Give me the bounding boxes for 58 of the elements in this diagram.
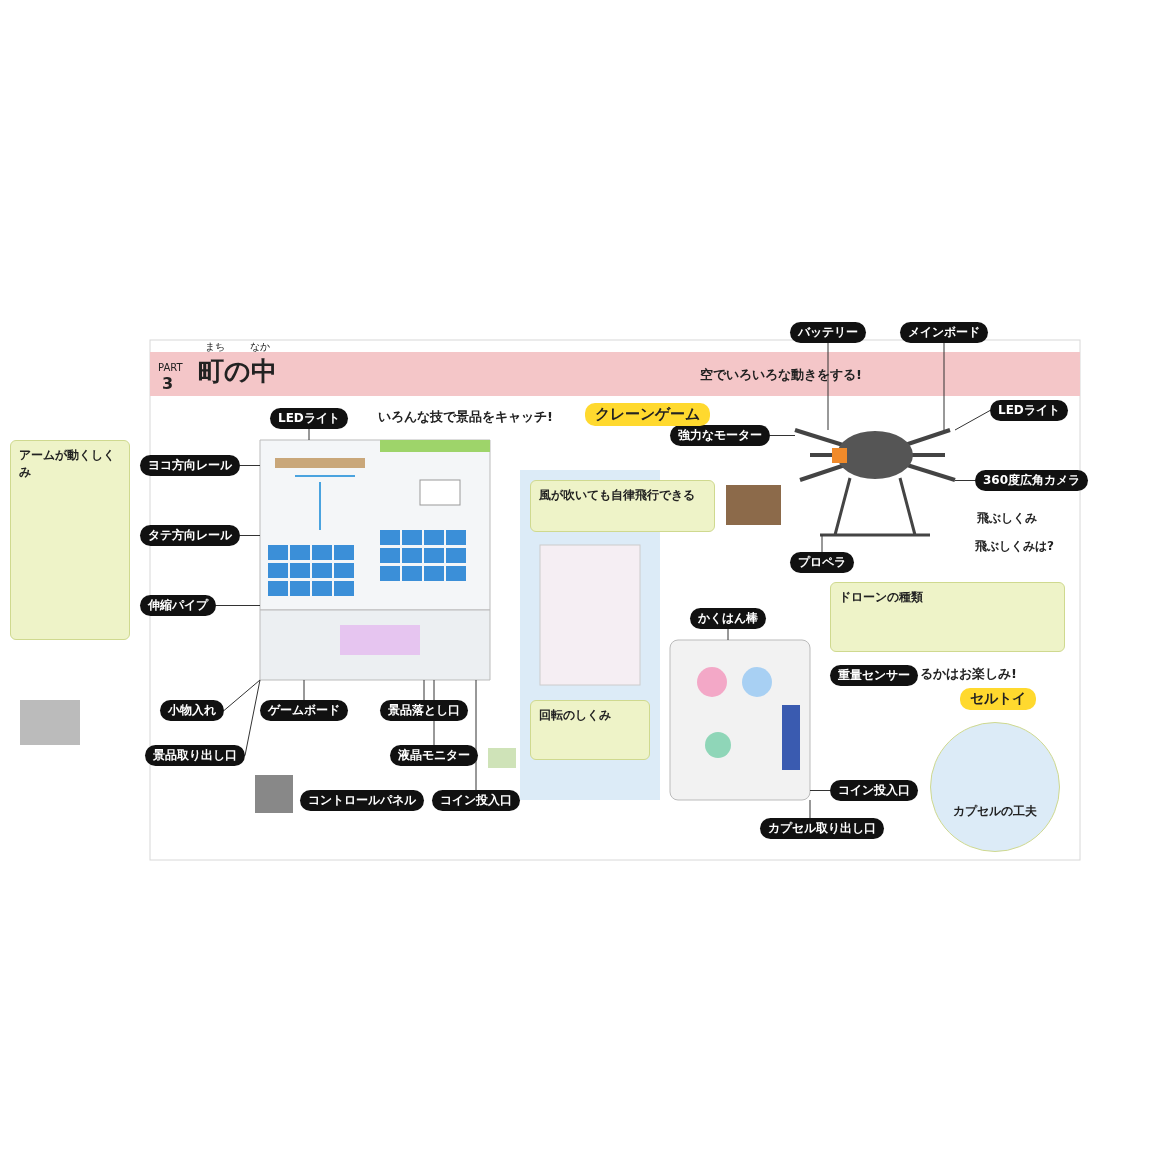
- leader-line: [809, 790, 831, 791]
- part-label: 液晶モニター: [390, 745, 478, 767]
- leader-line: [215, 605, 261, 606]
- ruby-text: なか: [250, 340, 270, 354]
- part-label: LEDライト: [990, 400, 1068, 422]
- part-label: バッテリー: [790, 322, 866, 344]
- leader-line: [303, 679, 305, 701]
- leader-line: [475, 679, 477, 791]
- part-label: ゲームボード: [260, 700, 348, 722]
- leader-line: [239, 535, 261, 536]
- part-label: コイン投入口: [432, 790, 520, 812]
- page-title: 町の中: [198, 355, 277, 388]
- leader-line: [244, 679, 261, 756]
- part-label: タテ方向レール: [140, 525, 240, 547]
- part-label: 景品落とし口: [380, 700, 468, 722]
- part-label: 伸縮パイプ: [140, 595, 216, 617]
- capsule-toy-machine-drawing: [669, 639, 811, 801]
- leader-line: [769, 435, 796, 436]
- part-label: 重量センサー: [830, 665, 918, 687]
- part-label-text: PART: [158, 362, 183, 373]
- part-label: LEDライト: [270, 408, 348, 430]
- part-label: コントロールパネル: [300, 790, 424, 812]
- part-label: 360度広角カメラ: [975, 470, 1089, 492]
- callout-heading: 飛ぶしくみは?: [975, 538, 1054, 555]
- section-heading: いろんな技で景品をキャッチ!: [378, 408, 553, 426]
- callout-label: 飛ぶしくみ: [975, 508, 1039, 529]
- section-title: セルトイ: [960, 688, 1036, 710]
- leader-line: [727, 628, 729, 641]
- part-label: メインボード: [900, 322, 988, 344]
- part-label: 小物入れ: [160, 700, 224, 722]
- drone-drawing: [794, 428, 956, 537]
- leader-line: [954, 410, 991, 431]
- part-number: 3: [162, 374, 174, 393]
- info-panel: 回転のしくみ: [530, 700, 650, 760]
- part-label: カプセル取り出し口: [760, 818, 884, 840]
- leader-line: [954, 480, 976, 481]
- info-panel: ドローンの種類: [830, 582, 1065, 652]
- leader-line: [308, 428, 310, 441]
- crane-machine-drawing: [259, 439, 491, 681]
- section-title: クレーンゲーム: [585, 403, 710, 426]
- part-label: 強力なモーター: [670, 425, 770, 447]
- part-label: 景品取り出し口: [145, 745, 245, 767]
- leader-line: [809, 799, 811, 819]
- info-panel: 風が吹いても自律飛行できる: [530, 480, 715, 532]
- part-label: コイン投入口: [830, 780, 918, 802]
- part-label: プロペラ: [790, 552, 854, 574]
- leader-line: [943, 342, 945, 431]
- part-label: かくはん棒: [690, 608, 766, 630]
- section-heading: るかはお楽しみ!: [920, 665, 1017, 683]
- part-label: ヨコ方向レール: [140, 455, 240, 477]
- section-heading: 空でいろいろな動きをする!: [700, 366, 862, 384]
- info-panel: アームが動くしくみ: [10, 440, 130, 640]
- ruby-text: まち: [205, 340, 225, 354]
- leader-line: [423, 679, 425, 701]
- leader-line: [223, 679, 261, 711]
- leader-line: [827, 342, 829, 431]
- leader-line: [821, 534, 823, 553]
- leader-line: [239, 465, 261, 466]
